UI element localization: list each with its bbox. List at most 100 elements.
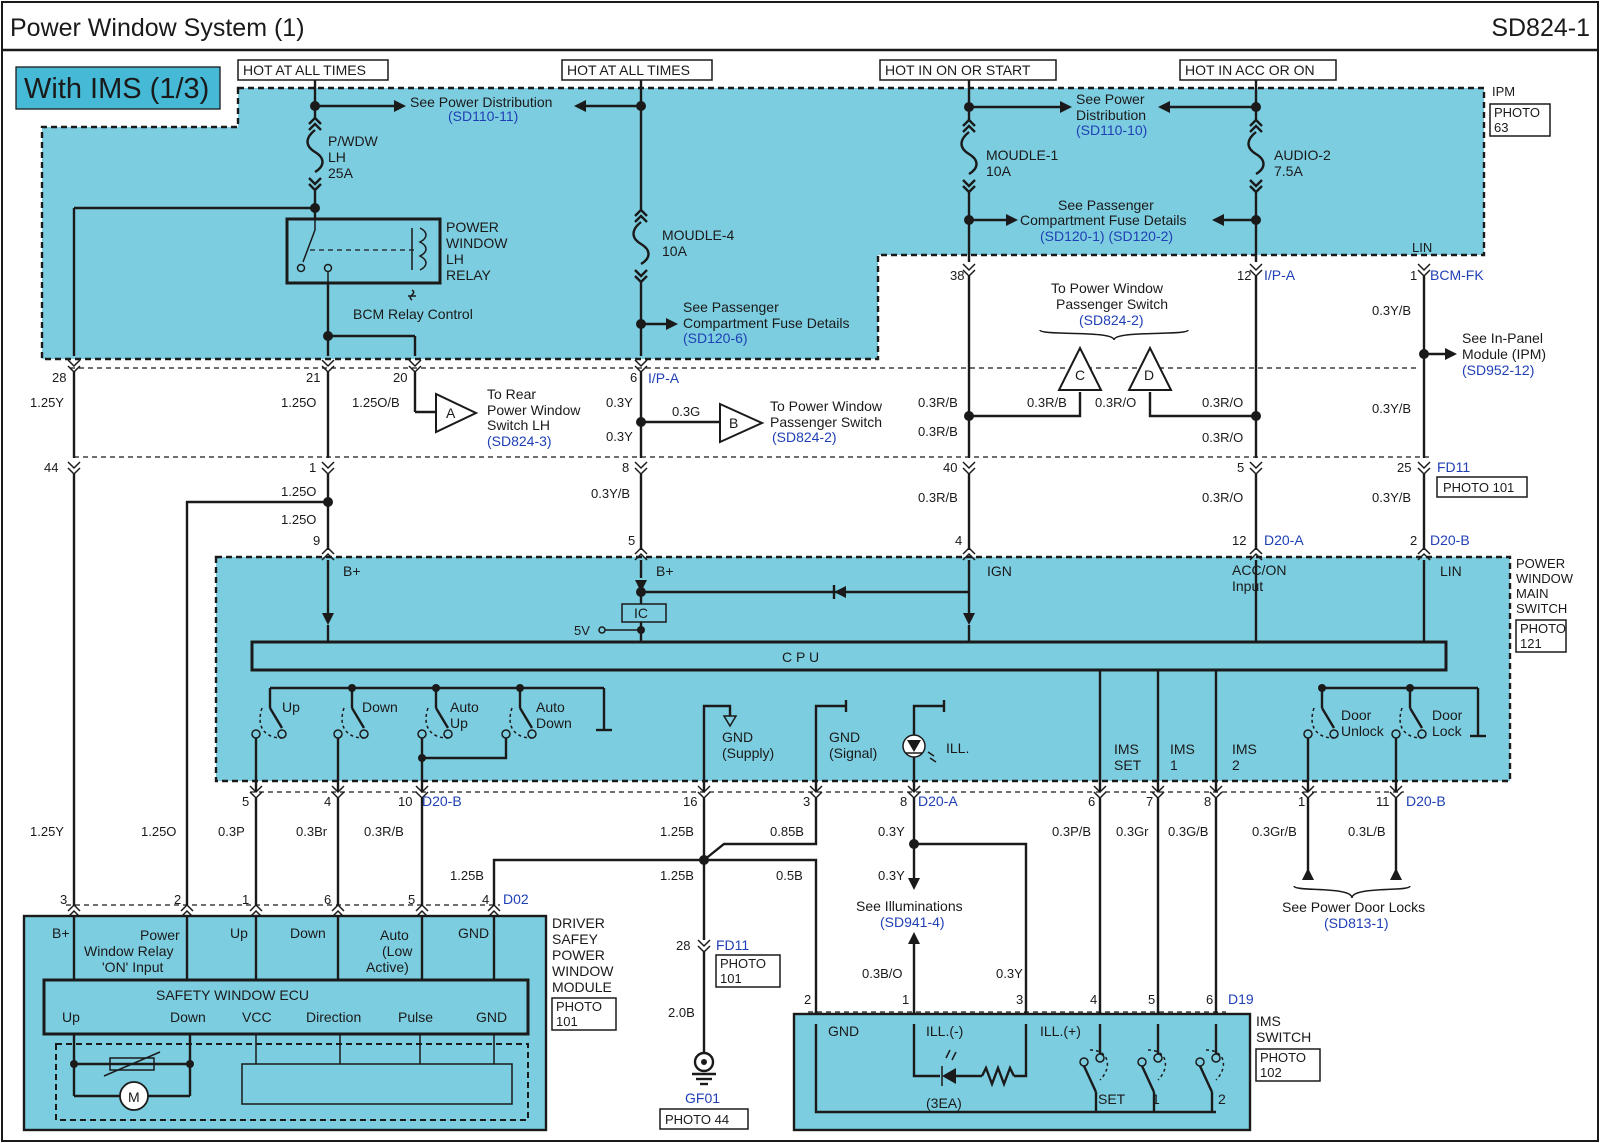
ims2-2: 2 <box>1232 757 1240 773</box>
connector-icon <box>697 939 711 954</box>
sw-autodown-2: Down <box>536 715 572 731</box>
sm-auto-1: Auto <box>380 927 409 943</box>
photo-102-2: 102 <box>1260 1065 1282 1080</box>
door-lock-2: Lock <box>1432 723 1463 739</box>
relay-label-1: POWER <box>446 219 499 235</box>
safety-module-box <box>22 914 548 1132</box>
relay-label-4: RELAY <box>446 267 492 283</box>
connector-icon <box>67 461 1431 476</box>
pin-1-fd11: 1 <box>309 460 316 475</box>
spin-7: 7 <box>1146 794 1153 809</box>
ims-switch-box <box>792 1012 1252 1132</box>
pin-44: 44 <box>44 460 58 475</box>
main-bplus-2: B+ <box>656 563 674 579</box>
hot-labels: HOT AT ALL TIMES HOT AT ALL TIMES HOT IN… <box>237 59 1337 81</box>
conn-d20b-3: D20-B <box>1406 793 1446 809</box>
sm-auto-3: Active) <box>366 959 409 975</box>
lwire-03gb: 0.3G/B <box>1168 824 1208 839</box>
cpu-label: C P U <box>782 649 819 665</box>
ref-pcf1-link: (SD120-6) <box>683 330 748 346</box>
spin-11: 11 <box>1376 794 1390 809</box>
ipm-area <box>40 86 1486 361</box>
conn-ipa-1: I/P-A <box>648 370 680 386</box>
pin-25: 25 <box>1397 460 1411 475</box>
sm-gnd: GND <box>458 925 489 941</box>
ref-pcf1-2: Compartment Fuse Details <box>683 315 850 331</box>
sm-down: Down <box>290 925 326 941</box>
pin-12-main: 12 <box>1232 533 1246 548</box>
offpage-b <box>719 402 765 444</box>
ims-set-2: SET <box>1114 757 1142 773</box>
lwire-03p: 0.3P <box>218 824 245 839</box>
pin-40: 40 <box>943 460 957 475</box>
lwire-125b: 1.25B <box>660 824 694 839</box>
ipin-6: 6 <box>1206 992 1213 1007</box>
wire-125y-a: 1.25Y <box>30 395 64 410</box>
wire-125o-b: 1.25O <box>281 484 316 499</box>
ref-pass1-link: (SD824-2) <box>772 429 837 445</box>
wire-03g: 0.3G <box>672 404 700 419</box>
ipin-1: 1 <box>902 992 909 1007</box>
wire-125ob: 1.25O/B <box>352 395 400 410</box>
fuse4-amp: 7.5A <box>1274 163 1303 179</box>
ref-pd2-1: See Power <box>1076 91 1145 107</box>
fuse2-amp: 10A <box>662 243 688 259</box>
switch-icon <box>333 688 369 792</box>
lwire-125b-2: 1.25B <box>450 868 484 883</box>
ims-switch-label-2: SWITCH <box>1256 1029 1311 1045</box>
hot-at-all-times-1: HOT AT ALL TIMES <box>243 62 366 78</box>
safety-label-5: MODULE <box>552 979 612 995</box>
ref-doorlocks: See Power Door Locks <box>1282 899 1425 915</box>
ecu-pin-up: Up <box>62 1009 80 1025</box>
lwire-03grb: 0.3Gr/B <box>1252 824 1297 839</box>
pin-4-main: 4 <box>955 533 962 548</box>
spin-8b: 8 <box>1204 794 1211 809</box>
main-ign: IGN <box>987 563 1012 579</box>
safety-label-4: WINDOW <box>552 963 614 979</box>
conn-d19: D19 <box>1228 991 1254 1007</box>
pin-9-main: 9 <box>313 533 320 548</box>
photo-101-b1: PHOTO <box>720 956 766 971</box>
offpage-c-label: C <box>1075 367 1085 383</box>
wire-03ro-b: 0.3R/O <box>1202 430 1243 445</box>
ref-inpanel-1: See In-Panel <box>1462 330 1543 346</box>
ref-pass2-link: (SD824-2) <box>1079 312 1144 328</box>
ims-gnd: GND <box>828 1023 859 1039</box>
sm-relay-2: Window Relay <box>84 943 173 959</box>
pin-5-main: 5 <box>628 533 635 548</box>
conn-d20b-2: D20-B <box>422 793 462 809</box>
lwire-03y-b: 0.3Y <box>878 868 905 883</box>
dpin-2: 2 <box>174 892 181 907</box>
photo-102-1: PHOTO <box>1260 1050 1306 1065</box>
hot-in-acc-or-on: HOT IN ACC OR ON <box>1185 62 1315 78</box>
ground-icon <box>692 1051 716 1086</box>
safety-label-2: SAFEY <box>552 931 599 947</box>
lwire-03y-c: 0.3Y <box>996 966 1023 981</box>
ref-pcf2-link: (SD120-1) (SD120-2) <box>1040 228 1173 244</box>
ecu-pin-down: Down <box>170 1009 206 1025</box>
fuse4-name: AUDIO-2 <box>1274 147 1331 163</box>
switch-icon <box>1137 1024 1167 1112</box>
photo-101-c2: 101 <box>556 1014 578 1029</box>
spin-1: 1 <box>1298 794 1305 809</box>
pin-28: 28 <box>52 370 66 385</box>
ref-illum: See Illuminations <box>856 898 963 914</box>
fuse1-name: P/WDW <box>328 133 379 149</box>
offpage-c <box>1057 345 1103 391</box>
wire-125o-c: 1.25O <box>281 512 316 527</box>
motor-label: M <box>128 1089 140 1105</box>
ground-icon <box>722 715 738 728</box>
wire-03rb-c: 0.3R/B <box>918 490 958 505</box>
hot-in-on-or-start: HOT IN ON OR START <box>885 62 1031 78</box>
switch-icon <box>417 684 453 739</box>
ref-rear-2: Power Window <box>487 402 581 418</box>
main-acc-1: ACC/ON <box>1232 562 1286 578</box>
ims-one: 1 <box>1152 1091 1160 1107</box>
led-icon <box>941 1049 957 1086</box>
dpin-4: 4 <box>482 892 489 907</box>
conn-d02: D02 <box>503 891 529 907</box>
lwire-125b-3: 1.25B <box>660 868 694 883</box>
wire-03rb-mid: 0.3R/B <box>1027 395 1067 410</box>
main-switch-label-3: MAIN <box>1516 586 1549 601</box>
ref-pd2-link: (SD110-10) <box>1076 122 1147 138</box>
